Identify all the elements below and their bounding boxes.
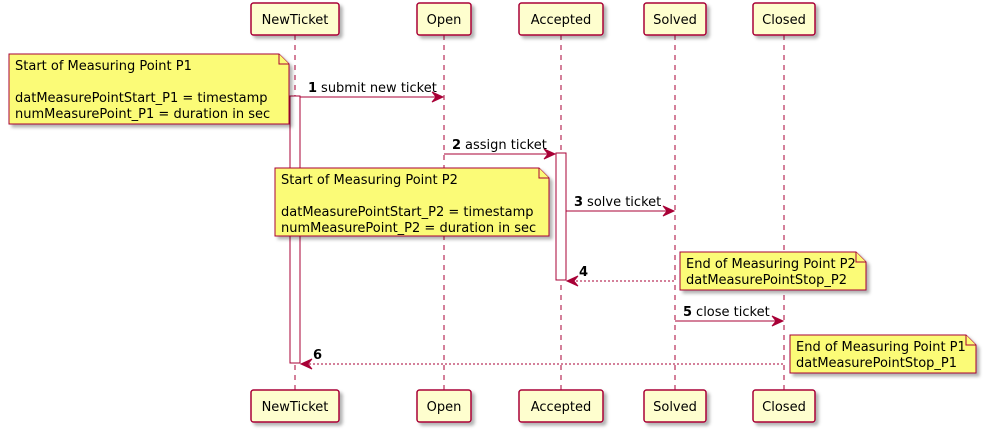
note-fold	[538, 168, 549, 179]
participant-label: Accepted	[531, 13, 592, 28]
arrowhead-icon	[431, 91, 445, 103]
message-label: 5 close ticket	[683, 305, 770, 320]
note-line: datMeasurePointStart_P2 = timestamp	[281, 205, 534, 220]
message-label: 4	[579, 265, 588, 280]
message-6: 6	[299, 348, 783, 370]
notes: Start of Measuring Point P1 datMeasurePoi…	[8, 53, 977, 374]
note-fold	[278, 54, 289, 65]
arrowhead-icon	[543, 148, 557, 160]
message-number: 3	[574, 195, 583, 210]
activation-accepted	[555, 152, 567, 281]
message-label: 1 submit new ticket	[308, 81, 437, 96]
message-2: 2 assign ticket	[444, 138, 557, 160]
note-line: datMeasurePointStop_P2	[686, 273, 847, 288]
note-line: Start of Measuring Point P2	[281, 173, 458, 188]
participant-solved-bottom: Solved	[643, 389, 707, 423]
note-line: numMeasurePoint_P2 = duration in sec	[281, 221, 536, 236]
message-text: solve ticket	[587, 195, 661, 210]
message-text: assign ticket	[465, 138, 547, 153]
participants-bottom: NewTicket Open Accepted Solved Closed	[250, 389, 816, 423]
participant-label: Solved	[653, 13, 697, 28]
message-number: 6	[313, 348, 322, 363]
note-box	[8, 53, 290, 125]
message-5: 5 close ticket	[675, 305, 785, 327]
participant-label: Closed	[762, 400, 806, 415]
note-box	[789, 334, 977, 374]
participant-accepted-bottom: Accepted	[518, 389, 604, 423]
message-number: 5	[683, 305, 692, 320]
message-3: 3 solve ticket	[566, 195, 676, 217]
note-start-p2: Start of Measuring Point P2 datMeasurePoi…	[274, 167, 550, 237]
participant-newticket-bottom: NewTicket	[250, 389, 340, 423]
participant-label: Solved	[653, 400, 697, 415]
message-label: 2 assign ticket	[452, 138, 547, 153]
arrowhead-icon	[771, 315, 785, 327]
message-number: 2	[452, 138, 461, 153]
message-1: 1 submit new ticket	[300, 81, 445, 103]
messages: 1 submit new ticket 2 assign ticket 3 solve t…	[299, 81, 785, 370]
note-fold	[965, 335, 976, 346]
note-end-p1: End of Measuring Point P1datMeasurePoint…	[789, 334, 977, 374]
participants-top: NewTicket Open Accepted Solved Closed	[250, 2, 816, 36]
note-line: End of Measuring Point P1	[796, 340, 966, 355]
participant-label: Open	[427, 400, 462, 415]
participant-label: NewTicket	[262, 13, 329, 28]
participant-label: Open	[427, 13, 462, 28]
participant-newticket-top: NewTicket	[250, 2, 340, 36]
note-start-p1: Start of Measuring Point P1 datMeasurePoi…	[8, 53, 290, 125]
participant-open-bottom: Open	[416, 389, 472, 423]
note-end-p2: End of Measuring Point P2datMeasurePoint…	[679, 251, 867, 291]
message-text: close ticket	[696, 305, 770, 320]
participant-label: NewTicket	[262, 400, 329, 415]
message-number: 4	[579, 265, 588, 280]
participant-accepted-top: Accepted	[518, 2, 604, 36]
note-fold	[855, 252, 866, 263]
note-box	[274, 167, 550, 237]
message-label: 6	[313, 348, 322, 363]
note-line: Start of Measuring Point P1	[15, 59, 192, 74]
note-line: numMeasurePoint_P1 = duration in sec	[15, 107, 270, 122]
arrowhead-icon	[299, 358, 313, 370]
note-line: datMeasurePointStop_P1	[796, 356, 957, 371]
participant-open-top: Open	[416, 2, 472, 36]
message-text: submit new ticket	[321, 81, 437, 96]
arrowhead-icon	[565, 275, 579, 287]
message-number: 1	[308, 81, 317, 96]
participant-closed-bottom: Closed	[752, 389, 816, 423]
participant-solved-top: Solved	[643, 2, 707, 36]
note-line: End of Measuring Point P2	[686, 257, 856, 272]
note-box	[679, 251, 867, 291]
note-line: datMeasurePointStart_P1 = timestamp	[15, 91, 268, 106]
message-label: 3 solve ticket	[574, 195, 661, 210]
participant-label: Accepted	[531, 400, 592, 415]
participant-label: Closed	[762, 13, 806, 28]
participant-closed-top: Closed	[752, 2, 816, 36]
arrowhead-icon	[662, 205, 676, 217]
message-4: 4	[565, 265, 674, 287]
